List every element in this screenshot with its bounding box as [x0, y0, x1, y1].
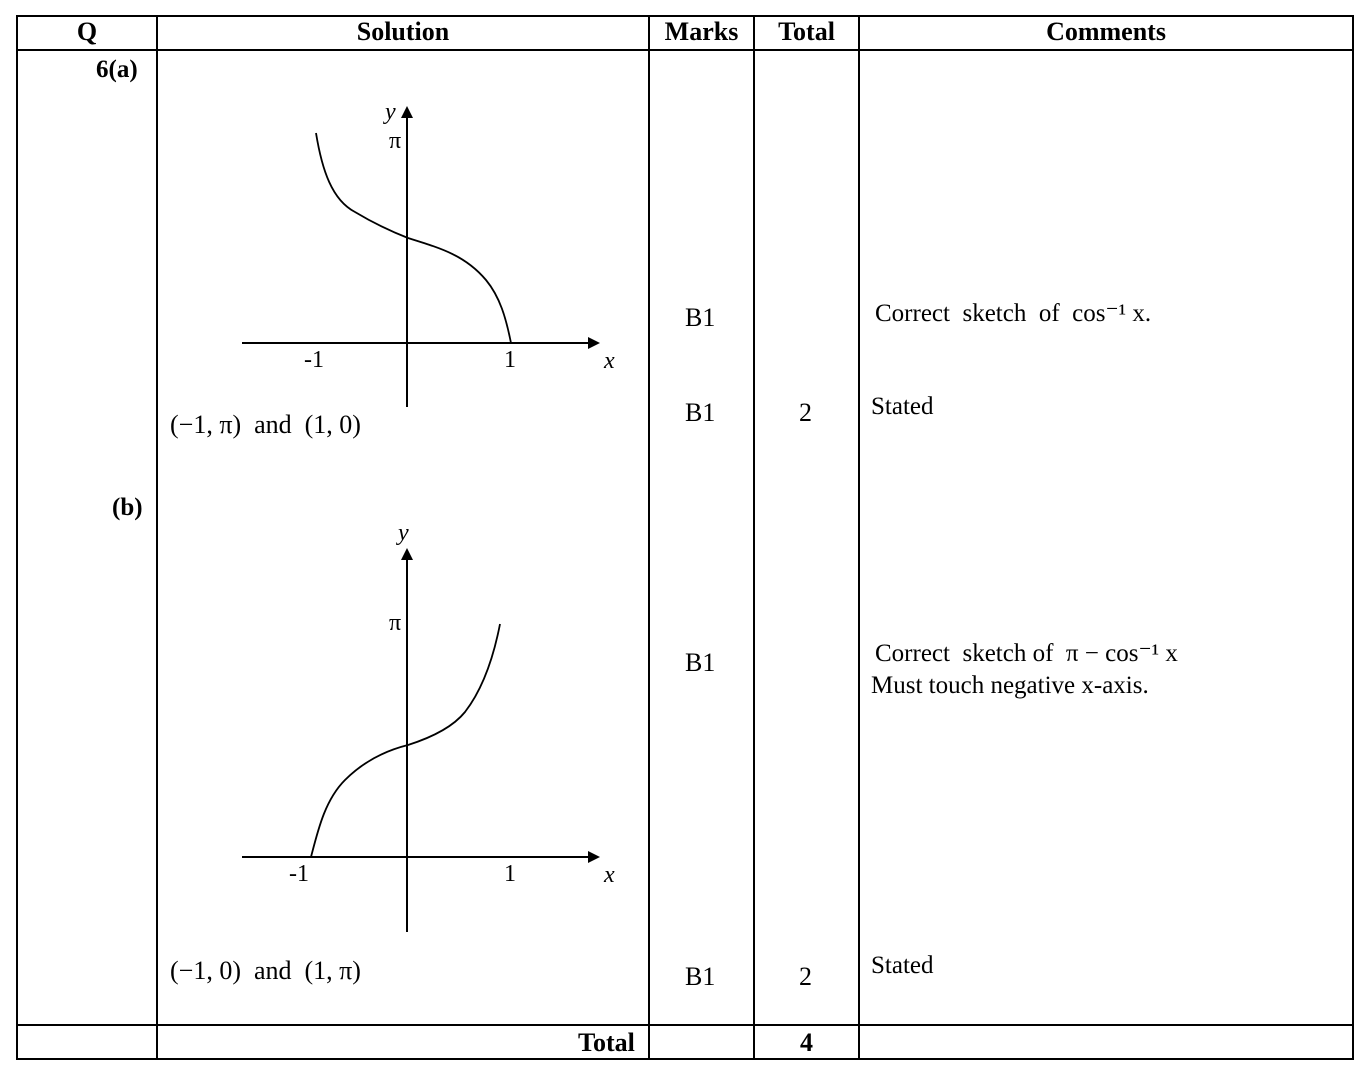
- part-b-comment-touch: Must touch negative x-axis.: [871, 672, 1149, 699]
- part-a-points: (−1, π) and (1, 0): [170, 410, 361, 439]
- question-label-6a: 6(a): [96, 56, 138, 83]
- part-a-comment-sketch: Correct sketch of cos⁻¹ x.: [875, 300, 1152, 327]
- question-label-6b: (b): [112, 494, 143, 521]
- graph-a-neg-one-tick: -1: [304, 347, 324, 373]
- table-border-top: [16, 15, 1354, 17]
- header-q: Q: [76, 17, 98, 46]
- graph-a-one-tick: 1: [504, 347, 516, 373]
- part-a-comment-stated: Stated: [871, 393, 934, 420]
- part-b-total: 2: [799, 962, 812, 991]
- header-marks: Marks: [664, 17, 739, 46]
- table-border-left: [16, 15, 18, 1060]
- col-divider-q: [156, 15, 158, 1060]
- col-divider-total: [858, 15, 860, 1060]
- graph-a-pi-label: π: [389, 128, 401, 154]
- header-comments: Comments: [1046, 17, 1166, 46]
- header-solution: Solution: [356, 17, 450, 46]
- part-a-mark-2: B1: [685, 398, 716, 427]
- graph-b-y-label: y: [396, 520, 409, 546]
- graph-b-pi-label: π: [389, 610, 401, 636]
- footer-total-value: 4: [800, 1028, 813, 1057]
- graph-a-y-label: y: [383, 99, 396, 125]
- graph-b-neg-one-tick: -1: [289, 861, 309, 887]
- graph-a-curve: [315, 132, 512, 344]
- part-b-mark-2: B1: [685, 962, 716, 991]
- part-b-comment-sketch: Correct sketch of π − cos⁻¹ x: [875, 640, 1178, 667]
- graph-arccos: y π -1 1 x: [242, 99, 615, 407]
- header-total: Total: [778, 17, 835, 46]
- graph-pi-minus-arccos: y π -1 1 x: [242, 520, 615, 932]
- graph-a-x-label: x: [603, 348, 615, 374]
- col-divider-marks: [753, 15, 755, 1060]
- part-a-total: 2: [799, 398, 812, 427]
- part-a-mark-1: B1: [685, 303, 716, 332]
- table-border-bottom: [16, 1058, 1354, 1060]
- graph-b-x-label: x: [603, 862, 615, 888]
- table-footer-divider: [16, 1024, 1354, 1026]
- part-b-comment-stated: Stated: [871, 952, 934, 979]
- table-border-right: [1352, 15, 1354, 1060]
- part-b-points: (−1, 0) and (1, π): [170, 956, 361, 985]
- part-b-mark-1: B1: [685, 648, 716, 677]
- graph-b-one-tick: 1: [504, 861, 516, 887]
- graph-b-curve: [310, 623, 501, 858]
- table-header-divider: [16, 49, 1354, 51]
- col-divider-solution: [648, 15, 650, 1060]
- footer-total-label: Total: [578, 1028, 635, 1057]
